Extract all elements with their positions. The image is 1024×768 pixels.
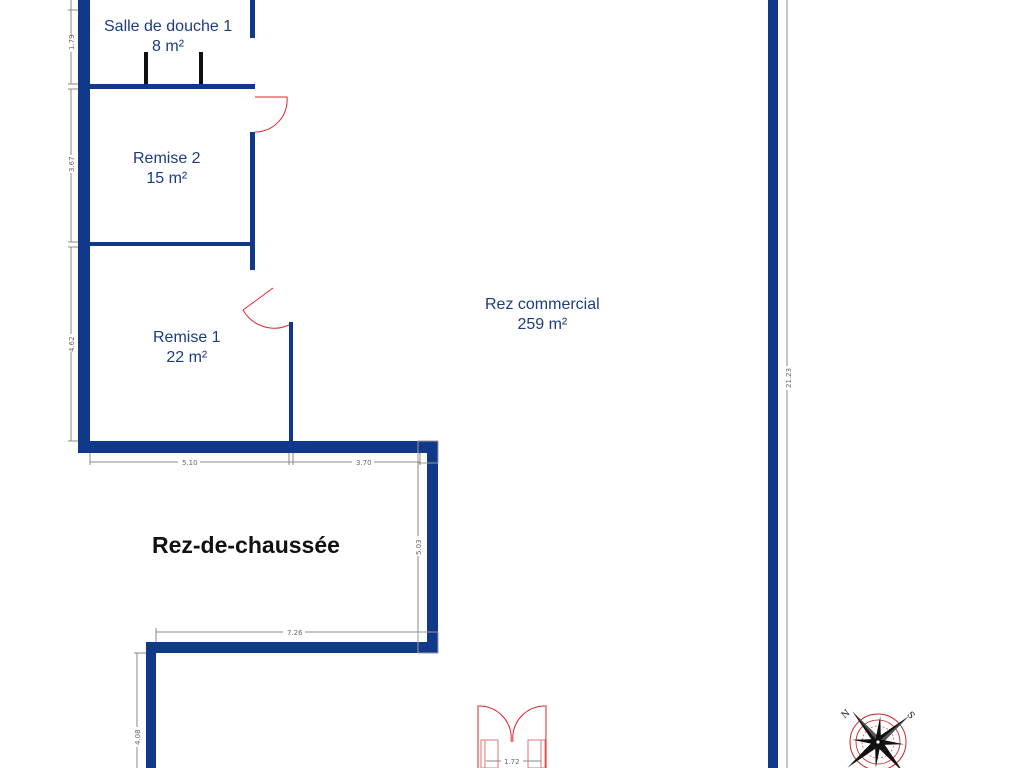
dim-label-mid-width: 3.70 (356, 459, 372, 467)
entry-door-right (512, 705, 547, 743)
room-label-remise-1: Remise 1 22 m² (153, 328, 221, 368)
room-name: Remise 1 (153, 329, 221, 346)
dim-label-lower-width: 7.26 (287, 629, 303, 637)
entry-steps (480, 739, 546, 768)
dim-label-notch-height: 5.03 (415, 539, 423, 555)
room-area: 259 m² (517, 316, 568, 333)
wall-shower-bottom (90, 84, 255, 89)
dim-label-lower-height: 4.08 (134, 729, 142, 745)
step (480, 739, 499, 768)
wall-lower-horizontal (146, 642, 438, 653)
wall-notch-right (427, 441, 438, 653)
corner-marker (417, 631, 439, 654)
step (527, 739, 546, 768)
wall-lower-left (146, 642, 156, 768)
wall-right-long (768, 0, 778, 768)
wall-main-horizontal (78, 441, 438, 453)
dim-label-remise1-height: 4.62 (68, 336, 76, 352)
shower-bar (199, 52, 203, 84)
doors (242, 96, 547, 768)
compass-rose-icon: N S (840, 708, 916, 768)
dim-label-commercial-height: 21.23 (785, 368, 793, 388)
compass-letter-s: S (904, 710, 916, 721)
compass-ring-inner (855, 719, 901, 765)
shower-bar (144, 52, 148, 84)
room-label-rez-commercial: Rez commercial 259 m² (485, 295, 600, 335)
shower-fixtures (144, 52, 203, 84)
room-label-remise-2: Remise 2 15 m² (133, 149, 201, 189)
wall-shower-right (250, 0, 255, 38)
room-label-shower: Salle de douche 1 8 m² (104, 17, 232, 57)
entry-door-left (477, 705, 512, 743)
dim-label-left-width: 5.10 (182, 459, 198, 467)
compass-letter-n: N (840, 708, 853, 721)
compass-ring-inner (861, 725, 895, 759)
wall-left-outer (78, 0, 90, 452)
compass-ring (849, 713, 907, 768)
wall-remise2-bottom (90, 242, 250, 246)
door-swing (242, 287, 290, 329)
dim-label-shower-height: 1.79 (68, 34, 76, 50)
corner-markers (417, 440, 439, 654)
wall-remise2-right (250, 132, 255, 270)
walls (78, 0, 778, 768)
corner-marker (417, 440, 439, 464)
dimension-labels: 1.79 3.67 4.62 5.10 3.70 5.03 7.26 4.08 … (64, 34, 794, 766)
room-name: Remise 2 (133, 150, 201, 167)
room-name: Salle de douche 1 (104, 18, 233, 35)
floor-title: Rez-de-chaussée (152, 532, 340, 558)
room-area: 22 m² (166, 349, 208, 366)
dim-label-entry-width: 1.72 (504, 758, 520, 766)
room-area: 15 m² (146, 170, 188, 187)
dim-label-remise2-height: 3.67 (68, 156, 76, 172)
wall-remise1-right (289, 322, 293, 444)
room-name: Rez commercial (485, 296, 600, 313)
room-area: 8 m² (152, 38, 185, 55)
door-swing (254, 96, 288, 133)
